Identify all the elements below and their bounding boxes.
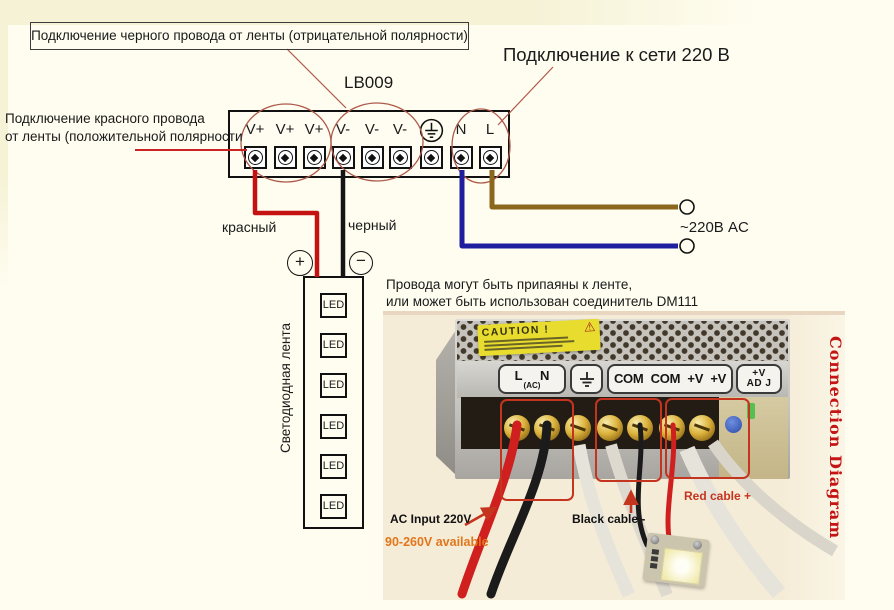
psu-screw-4: [597, 415, 623, 441]
screw-terminal-icon: [360, 146, 384, 169]
mains-connection-note: Подключение к сети 220 В: [503, 44, 730, 65]
led-cell: LED: [320, 293, 347, 318]
caution-text: CAUTION !: [481, 322, 550, 339]
screw-terminal-icon: [388, 146, 412, 169]
led-chip: [660, 547, 704, 586]
terminal-vminus-3: V-: [385, 112, 415, 169]
psu-photo: CAUTION ! ⚠ L N (AC) COM COM: [383, 311, 845, 600]
earth-ground-icon: [579, 372, 594, 387]
plus-polarity-icon: +: [287, 250, 313, 276]
vplus-terminals-highlight: [665, 398, 750, 479]
led-module: [642, 532, 710, 588]
voltage-adjust-pot-icon: [725, 416, 742, 433]
screw-terminal-icon: [243, 146, 267, 169]
terminal-line: L: [475, 112, 505, 169]
terminal-vplus-3: V+: [299, 112, 329, 169]
screw-terminal-icon: [273, 146, 297, 169]
black-note-leader-line: [286, 48, 347, 109]
screw-terminal-icon: [419, 146, 443, 169]
solder-note: Провода могут быть припаяны к ленте, или…: [386, 276, 698, 310]
mains-connector-top-icon: [679, 199, 695, 215]
ac-input-annotation: AC Input 220V: [390, 512, 472, 526]
model-label: LB009: [344, 73, 394, 92]
solder-note-line2: или может быть использован соединитель D…: [386, 294, 699, 309]
mains-voltage-label: ~220В AC: [680, 219, 749, 236]
red-wire-label: красный: [222, 219, 277, 235]
terminal-vplus-1: V+: [240, 112, 270, 169]
psu-screw-3: [565, 415, 591, 441]
led-strip-title: Светодиодная лента: [278, 323, 293, 453]
scan-band-top: [0, 0, 760, 25]
psu-label-ac: (AC): [523, 381, 541, 390]
ac-terminals-highlight: [500, 399, 574, 501]
terminal-vplus-2: V+: [270, 112, 300, 169]
power-indicator-led: [747, 403, 755, 419]
warning-triangle-icon: ⚠: [583, 319, 596, 335]
red-cable-annotation: Red cable +: [684, 489, 752, 503]
minus-polarity-icon: −: [349, 251, 373, 275]
psu-label-earth: [570, 364, 603, 394]
black-wire-label: черный: [348, 217, 397, 233]
connection-diagram-title: Connection Diagram: [826, 336, 845, 540]
terminal-vminus-1: V-: [328, 112, 358, 169]
psu-label-ln: L N (AC): [498, 364, 566, 394]
com-terminals-highlight: [595, 398, 662, 482]
terminal-vminus-2: V-: [357, 112, 387, 169]
psu-label-com-v: COM COM +V +V: [607, 364, 733, 394]
led-cell: LED: [320, 493, 347, 519]
psu-screw-7: [689, 415, 715, 441]
screw-terminal-icon: [302, 146, 326, 169]
blue-wire: [459, 170, 678, 249]
led-cell: LED: [320, 413, 347, 439]
led-cell: LED: [320, 373, 347, 399]
red-wire-note-line1: Подключение красного провода: [5, 111, 205, 126]
caution-label: CAUTION ! ⚠: [477, 318, 601, 357]
led-cell: LED: [320, 453, 347, 479]
black-wire-note: Подключение черного провода от ленты (от…: [30, 22, 469, 50]
solder-note-line1: Провода могут быть припаяны к ленте,: [386, 277, 633, 292]
module-screw-icon: [649, 534, 660, 545]
psu-side-face: [436, 327, 458, 477]
earth-ground-icon: [416, 117, 446, 143]
terminal-block: V+ V+ V+ V- V- V-: [228, 110, 510, 178]
screw-terminal-icon: [331, 146, 355, 169]
led-cell: LED: [320, 333, 347, 359]
terminal-neutral: N: [446, 112, 476, 169]
screw-terminal-icon: [478, 146, 502, 169]
led-strip: LED LED LED LED LED LED: [303, 276, 364, 529]
black-cable-annotation: Black cable -: [572, 512, 646, 526]
red-wire-note: Подключение красного провода от ленты (п…: [5, 110, 243, 146]
voltage-range-annotation: 90-260V available: [385, 535, 489, 549]
screw-terminal-icon: [449, 146, 473, 169]
red-wire-note-line2: от ленты (положительной полярности: [5, 129, 243, 144]
mains-connector-bottom-icon: [679, 238, 695, 254]
scan-band-left: [0, 0, 8, 290]
psu-label-adj: +V AD J: [736, 364, 782, 394]
photo-top-strip: [383, 311, 845, 315]
module-screw-icon: [692, 539, 703, 551]
brown-wire: [489, 170, 678, 210]
terminal-earth: [416, 112, 446, 169]
